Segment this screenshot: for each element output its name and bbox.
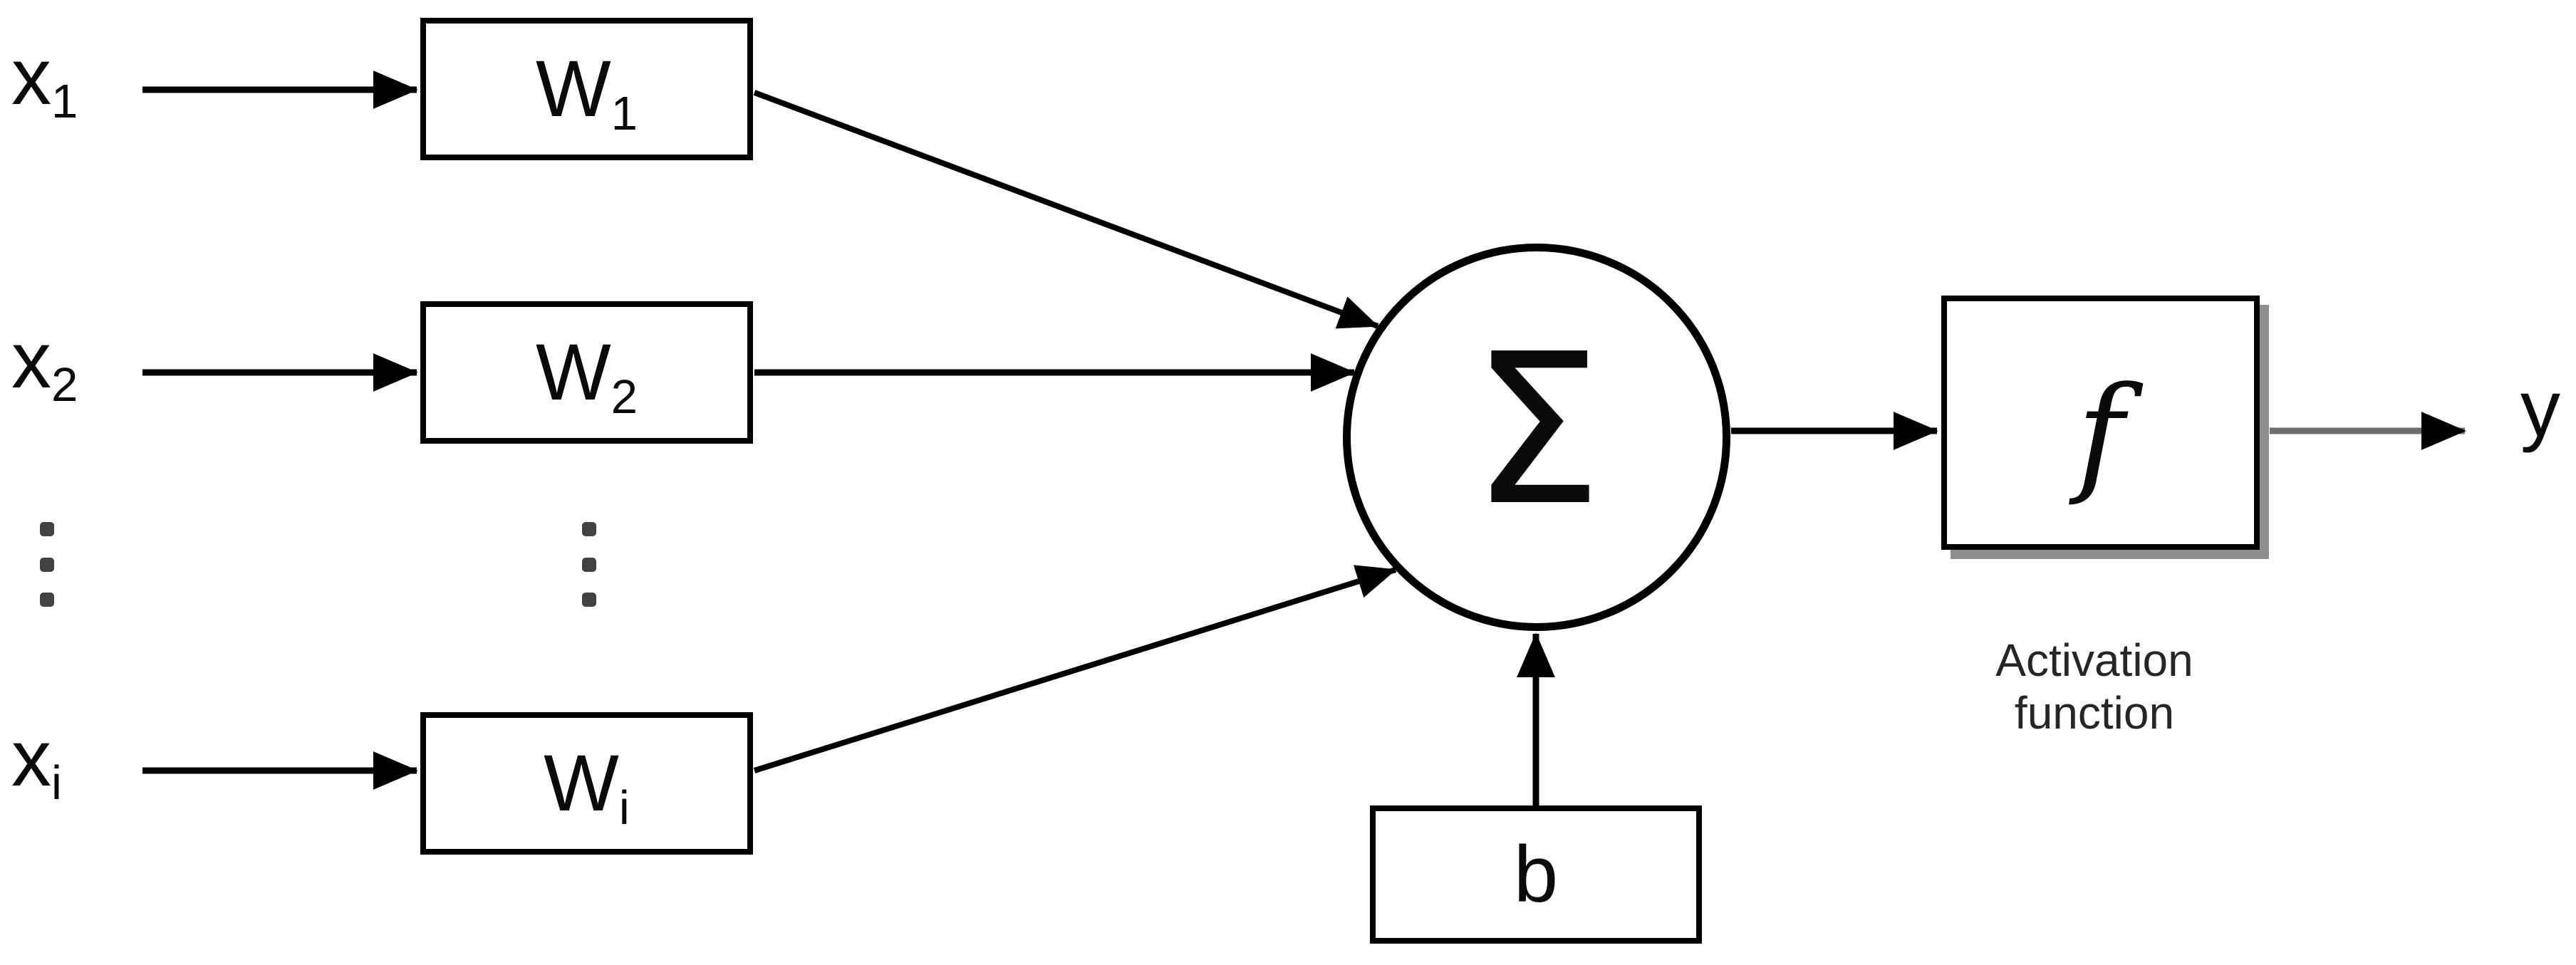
activation-function-symbol: f — [2077, 359, 2124, 508]
summation-node: Σ — [1343, 244, 1730, 631]
activation-function-caption: Activation function — [1881, 634, 2308, 739]
activation-function-box: f — [1941, 296, 2260, 550]
ellipsis-dot — [40, 558, 54, 572]
sigma-symbol: Σ — [1470, 309, 1603, 551]
weight-w2-label: W2 — [535, 328, 638, 424]
ellipsis-dot — [582, 593, 596, 607]
ellipsis-dot — [582, 558, 596, 572]
bias-box: b — [1370, 805, 1702, 944]
ellipsis-dot — [40, 593, 54, 607]
activation-caption-line2: function — [2014, 687, 2175, 739]
weight-wi-label: Wi — [544, 739, 630, 835]
arrow-wi-to-sum — [753, 565, 1397, 773]
ellipsis-dot — [582, 522, 596, 536]
input-xi-label: xi — [11, 714, 62, 810]
arrow-w1-to-sum — [753, 90, 1379, 329]
weight-wi-box: Wi — [420, 712, 753, 855]
weight-w2-box: W2 — [420, 301, 753, 444]
input-x2-label: x2 — [11, 315, 78, 412]
weight-w1-box: W1 — [420, 18, 753, 160]
weight-w1-label: W1 — [535, 44, 638, 140]
ellipsis-dot — [40, 522, 54, 536]
input-x1-label: x1 — [11, 32, 78, 128]
output-y-label: y — [2520, 364, 2560, 453]
activation-caption-line1: Activation — [1995, 635, 2193, 686]
bias-label: b — [1513, 830, 1559, 919]
